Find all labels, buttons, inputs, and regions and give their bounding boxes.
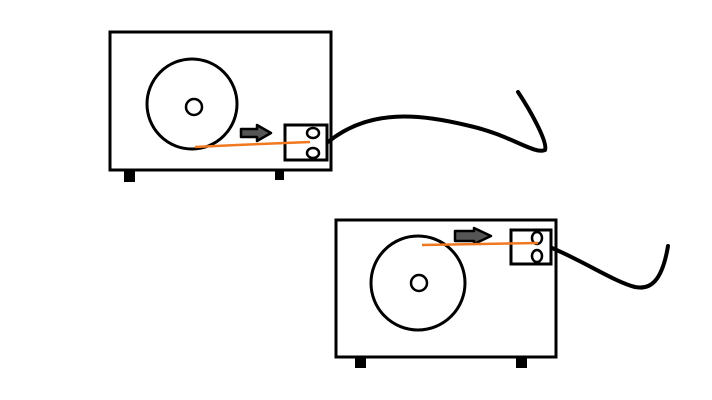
device-2-housing: [334, 218, 558, 359]
device-1-reel-hub: [184, 97, 204, 117]
right-arrow-icon: [453, 226, 493, 246]
right-arrow-icon: [239, 123, 273, 143]
device-1-foot-right: [275, 171, 284, 180]
device-1-wire: [194, 140, 311, 149]
device-2-connector-hole-bottom: [530, 248, 544, 264]
device-1-connector-hole-top: [305, 126, 321, 140]
device-1: [108, 30, 548, 182]
device-2-connector: [509, 228, 553, 266]
device-2-foot-left: [355, 358, 366, 368]
device-2-foot-right: [516, 358, 527, 368]
device-2-reel-hub: [409, 273, 429, 293]
cable-icon: [550, 244, 670, 290]
device-2-reel: [369, 234, 467, 332]
device-1-connector-hole-bottom: [305, 146, 321, 160]
device-2: [334, 218, 670, 368]
device-1-housing: [108, 30, 333, 172]
cable-icon: [326, 90, 548, 153]
device-2-wire: [421, 241, 539, 247]
device-1-reel: [145, 57, 239, 151]
device-1-foot-left: [124, 171, 135, 182]
